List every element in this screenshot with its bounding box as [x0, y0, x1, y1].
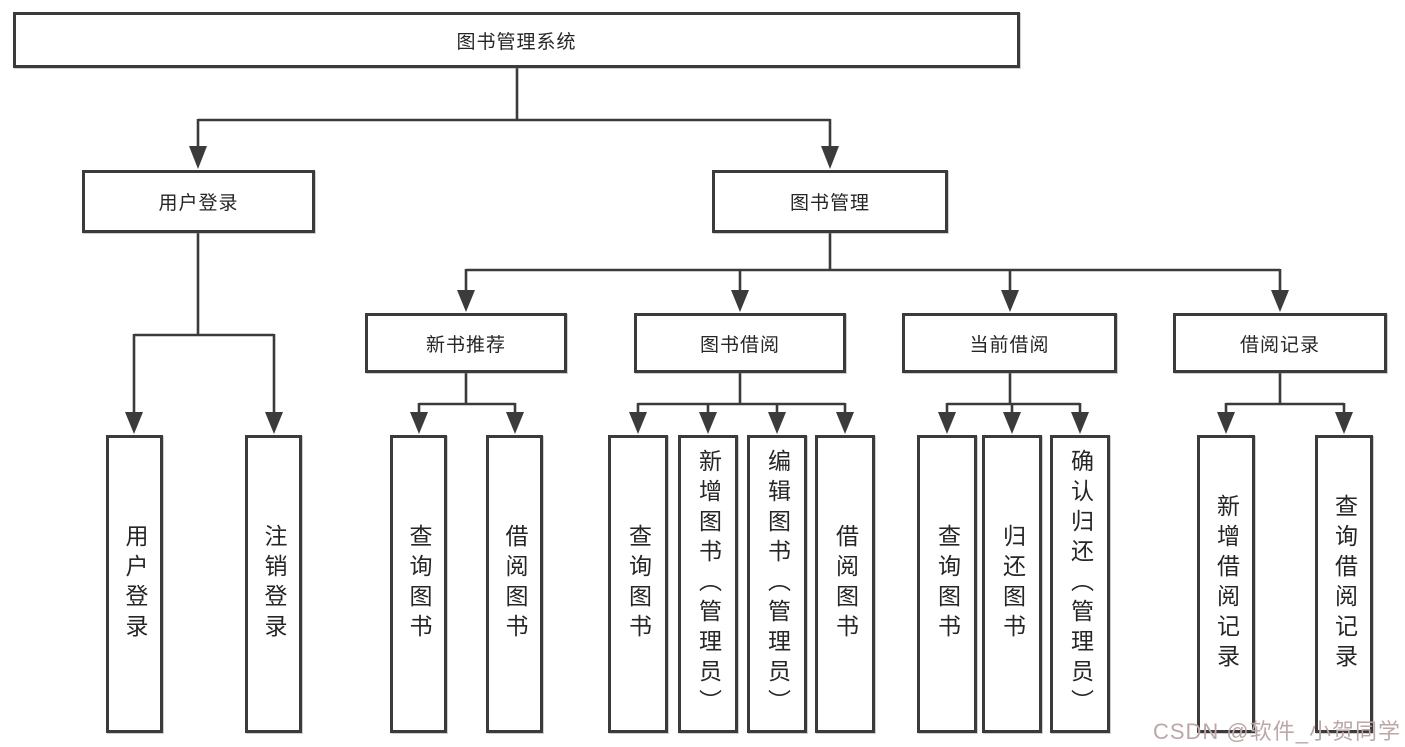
node-book-management: 图书管理: [712, 170, 948, 233]
node-label: 用户登录: [122, 524, 148, 644]
leaf-logout: 注销登录: [245, 435, 302, 733]
node-label: 新书推荐: [425, 334, 506, 356]
node-book-borrowing: 图书借阅: [634, 313, 846, 373]
node-label: 确认归还（管理员）: [1067, 449, 1094, 719]
leaf-query-books-recommend: 查询图书: [390, 435, 447, 733]
node-label: 编辑图书（管理员）: [764, 449, 791, 719]
node-label: 图书管理系统: [456, 31, 577, 53]
node-library-management-system: 图书管理系统: [13, 12, 1020, 68]
node-label: 查询图书: [406, 524, 432, 644]
leaf-user-login: 用户登录: [106, 435, 163, 733]
node-label: 新增借阅记录: [1213, 494, 1240, 674]
leaf-add-books-admin: 新增图书（管理员）: [678, 435, 738, 733]
node-label: 查询图书: [625, 524, 652, 644]
node-label: 注销登录: [261, 524, 287, 644]
node-label: 图书借阅: [699, 334, 780, 356]
node-borrowing-records: 借阅记录: [1173, 313, 1387, 373]
csdn-watermark: CSDN @软件_小贺同学: [1152, 719, 1401, 744]
node-label: 查询借阅记录: [1331, 494, 1358, 674]
node-new-book-recommend: 新书推荐: [365, 313, 567, 373]
node-label: 查询图书: [934, 524, 961, 644]
leaf-query-borrow-record: 查询借阅记录: [1315, 435, 1373, 733]
leaf-borrow-books-recommend: 借阅图书: [486, 435, 543, 733]
node-current-borrowing: 当前借阅: [902, 313, 1117, 373]
node-label: 归还图书: [999, 524, 1026, 644]
leaf-add-borrow-record: 新增借阅记录: [1197, 435, 1255, 733]
leaf-query-books-current: 查询图书: [917, 435, 977, 733]
node-label: 当前借阅: [969, 334, 1050, 356]
node-label: 借阅图书: [832, 524, 859, 644]
node-label: 用户登录: [158, 193, 239, 214]
node-label: 新增图书（管理员）: [695, 449, 722, 719]
node-label: 图书管理: [789, 193, 870, 214]
leaf-confirm-return-admin: 确认归还（管理员）: [1050, 435, 1110, 733]
leaf-borrow-books: 借阅图书: [815, 435, 875, 733]
leaf-edit-books-admin: 编辑图书（管理员）: [747, 435, 807, 733]
leaf-query-books-borrowing: 查询图书: [608, 435, 668, 733]
node-user-login: 用户登录: [82, 170, 315, 233]
leaf-return-books: 归还图书: [982, 435, 1042, 733]
node-label: 借阅图书: [502, 524, 528, 644]
node-label: 借阅记录: [1239, 334, 1320, 356]
